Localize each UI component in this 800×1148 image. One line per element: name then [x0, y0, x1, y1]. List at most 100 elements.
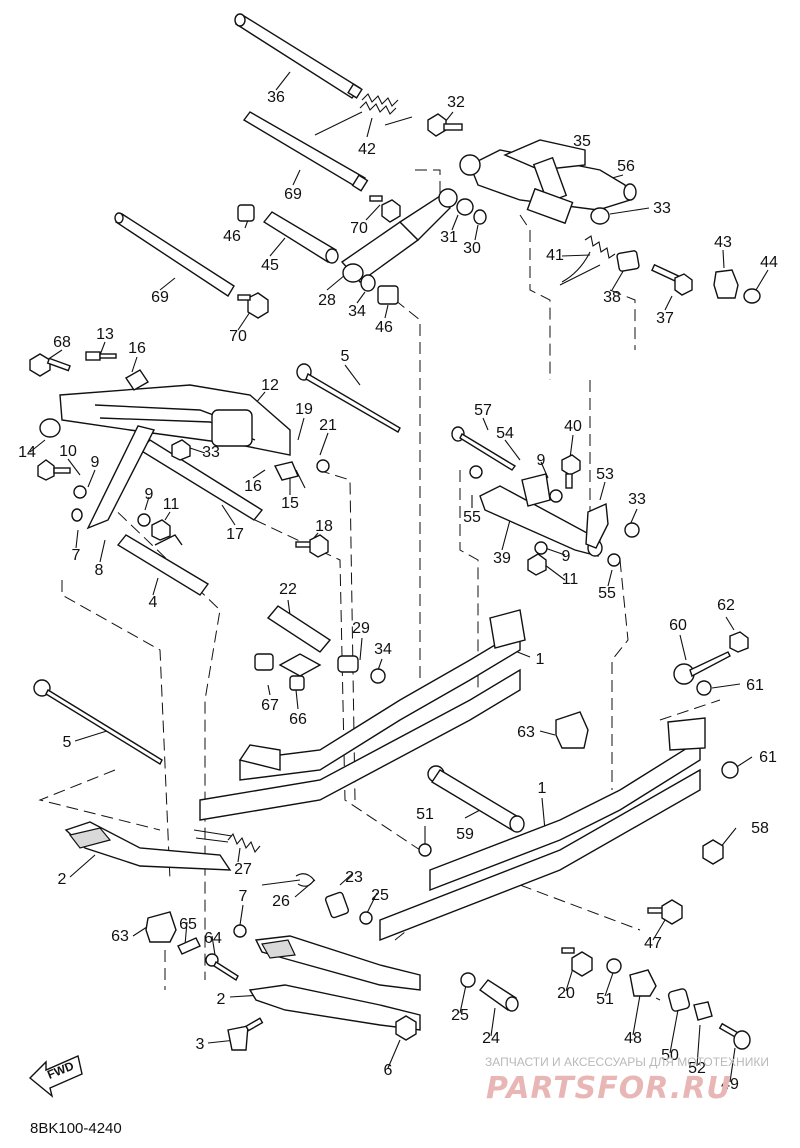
callout-5: 5 — [341, 348, 350, 365]
callout-50: 50 — [661, 1047, 679, 1064]
bolt-40 — [561, 454, 581, 489]
callout-9: 9 — [91, 454, 100, 471]
slider-2-upper — [64, 821, 232, 871]
callout-labels: 36 42 32 35 56 69 70 33 46 45 31 30 41 4… — [18, 89, 778, 1093]
bolt-49 — [718, 1022, 751, 1050]
callout-35: 35 — [573, 133, 591, 150]
bolt-37 — [651, 263, 693, 296]
washer-25-lower — [460, 972, 476, 988]
callout-69: 69 — [284, 186, 302, 203]
callout-54: 54 — [496, 425, 514, 442]
callout-65: 65 — [179, 916, 197, 933]
callout-39: 39 — [493, 550, 511, 567]
callout-42: 42 — [358, 141, 376, 158]
callout-47: 47 — [644, 935, 662, 952]
callout-10: 10 — [59, 443, 77, 460]
callout-70: 70 — [350, 220, 368, 237]
washer-9-a — [73, 485, 87, 499]
clip-52 — [693, 1001, 713, 1021]
callout-18: 18 — [315, 518, 333, 535]
plate-65 — [177, 937, 201, 955]
collar-23 — [324, 891, 350, 919]
shaft-69-upper — [242, 111, 369, 192]
collar-31 — [456, 198, 474, 216]
callout-52: 52 — [688, 1060, 706, 1077]
callout-29: 29 — [352, 620, 370, 637]
callout-33-b: 33 — [202, 444, 220, 461]
washer-25-upper — [359, 911, 373, 925]
callout-67: 67 — [261, 697, 279, 714]
bolt-10 — [37, 459, 71, 481]
nut-62 — [729, 631, 749, 653]
callout-37: 37 — [656, 310, 674, 327]
callout-64: 64 — [204, 930, 222, 947]
slider-2-lower — [248, 935, 421, 1031]
callout-38: 38 — [603, 289, 621, 306]
watermark-brand: PARTSFOR.RU — [486, 1071, 732, 1106]
washer-9-b — [137, 513, 151, 527]
nut-33-left — [171, 439, 191, 461]
callout-1: 1 — [536, 651, 545, 668]
collar-46-upper — [237, 204, 255, 222]
stopper-63-right — [555, 711, 589, 749]
washer-7-lower — [233, 924, 247, 938]
callout-9-b: 9 — [537, 452, 546, 469]
spring-41 — [561, 235, 616, 283]
shaft-59 — [427, 765, 525, 833]
callout-44: 44 — [760, 254, 778, 271]
callout-26: 26 — [272, 893, 290, 910]
callout-7: 7 — [72, 547, 81, 564]
collar-24 — [478, 979, 519, 1012]
callout-3: 3 — [196, 1036, 205, 1053]
rail-1-upper — [199, 609, 526, 821]
callout-25-b: 25 — [451, 1007, 469, 1024]
callout-59: 59 — [456, 826, 474, 843]
diagram-code: 8BK100-4240 — [30, 1120, 122, 1137]
bracket-29 — [278, 653, 322, 677]
callout-63: 63 — [517, 724, 535, 741]
bolt-70-upper — [369, 195, 401, 223]
callout-70-b: 70 — [229, 328, 247, 345]
rail-1-lower — [379, 717, 706, 942]
callout-40: 40 — [564, 418, 582, 435]
shaft-69-lower — [114, 212, 235, 297]
callout-63-b: 63 — [111, 928, 129, 945]
callout-30: 30 — [463, 240, 481, 257]
rod-5-upper — [296, 363, 401, 433]
callout-48: 48 — [624, 1030, 642, 1047]
callout-61-b: 61 — [759, 749, 777, 766]
collar-14 — [39, 418, 61, 438]
washer-51-lower — [606, 958, 622, 974]
collar-29 — [337, 655, 359, 673]
callout-32: 32 — [447, 94, 465, 111]
bolt-57 — [451, 426, 517, 471]
callout-55-b: 55 — [598, 585, 616, 602]
callout-41: 41 — [546, 247, 564, 264]
watermark-tagline: ЗАПЧАСТИ И АКСЕССУАРЫ ДЛЯ МОТОТЕХНИКИ — [485, 1055, 769, 1069]
callout-15: 15 — [281, 495, 299, 512]
arm-39 — [479, 473, 603, 557]
bolt-32 — [427, 113, 463, 137]
fwd-arrow-icon — [28, 1055, 83, 1098]
bolt-47 — [647, 899, 683, 925]
nut-33-upper — [590, 207, 610, 225]
washer-21 — [316, 459, 330, 473]
washer-51-upper — [418, 843, 432, 857]
callout-49: 49 — [721, 1076, 739, 1093]
callout-56: 56 — [617, 158, 635, 175]
stopper-43 — [713, 269, 739, 299]
bolt-60 — [673, 651, 731, 685]
callout-60: 60 — [669, 617, 687, 634]
callout-20: 20 — [557, 985, 575, 1002]
callout-58: 58 — [751, 820, 769, 837]
washer-61-lower — [721, 761, 739, 779]
bolt-70-lower — [237, 292, 269, 319]
callout-46-b: 46 — [375, 319, 393, 336]
callout-11: 11 — [163, 496, 180, 513]
spring-42 — [359, 93, 399, 115]
rear-arm-35 — [459, 139, 637, 225]
rod-5-lower — [33, 679, 163, 765]
washer-55-left — [469, 465, 483, 479]
callout-17: 17 — [226, 526, 244, 543]
